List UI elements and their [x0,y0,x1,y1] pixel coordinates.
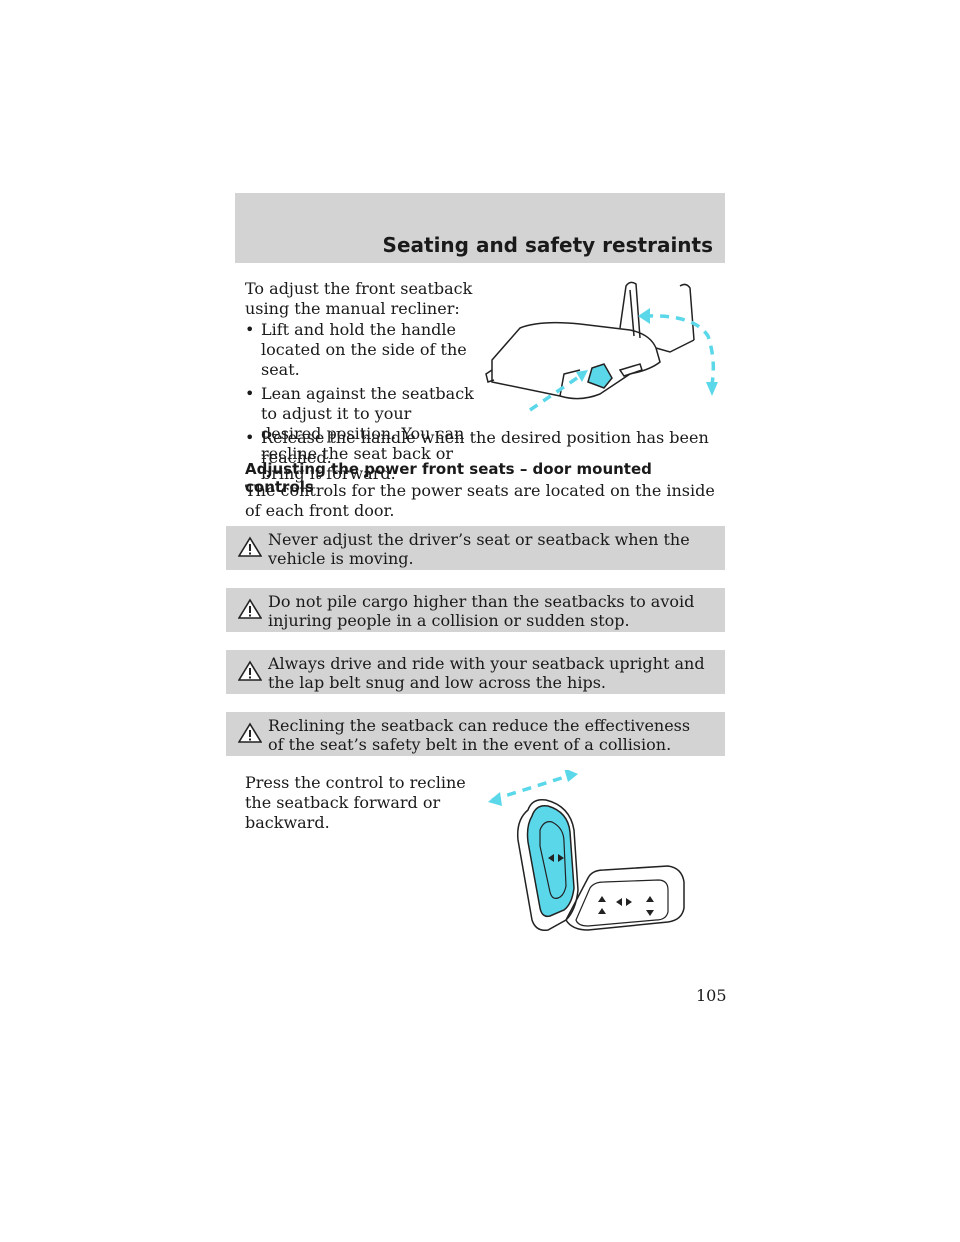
power-seat-control-illustration [488,770,685,932]
bullet-marker: • [245,384,255,403]
warning-icon [238,722,262,743]
warning-box: Never adjust the driver’s seat or seatba… [226,526,725,570]
warning-box: Always drive and ride with your seatback… [226,650,725,694]
controls-paragraph: The controls for the power seats are loc… [245,481,715,520]
warning-text: Always drive and ride with your seatback… [268,654,705,692]
warning-box: Do not pile cargo higher than the seatba… [226,588,725,632]
warning-icon [238,660,262,681]
list-item: • Lean against the seatback to adjust it… [245,384,475,484]
warning-icon [238,598,262,619]
warning-text: Never adjust the driver’s seat or seatba… [268,530,690,568]
power-recline-paragraph: Press the control to recline the seatbac… [245,773,466,832]
list-item: • Lift and hold the handle located on th… [245,320,475,380]
intro-paragraph: To adjust the front seatback using the m… [245,279,473,318]
section-title: Seating and safety restraints [382,233,713,257]
warning-text: Do not pile cargo higher than the seatba… [268,592,695,630]
recliner-steps-list: • Lift and hold the handle located on th… [245,320,475,484]
list-item-text: Release the handle when the desired posi… [261,428,709,467]
bullet-marker: • [245,428,255,447]
list-item: • Release the handle when the desired po… [245,428,725,468]
section-heading: Adjusting the power front seats – door m… [245,460,652,496]
manual-recliner-illustration [485,281,718,412]
warning-text: Reclining the seatback can reduce the ef… [268,716,691,754]
section-header: Seating and safety restraints [235,193,725,263]
recliner-steps-list-continued: • Release the handle when the desired po… [245,428,725,468]
warning-box: Reclining the seatback can reduce the ef… [226,712,725,756]
list-item-text: Lift and hold the handle located on the … [261,320,467,379]
page-number: 105 [696,986,727,1005]
list-item-text: Lean against the seatback to adjust it t… [261,384,474,483]
warning-icon [238,536,262,557]
bullet-marker: • [245,320,255,339]
